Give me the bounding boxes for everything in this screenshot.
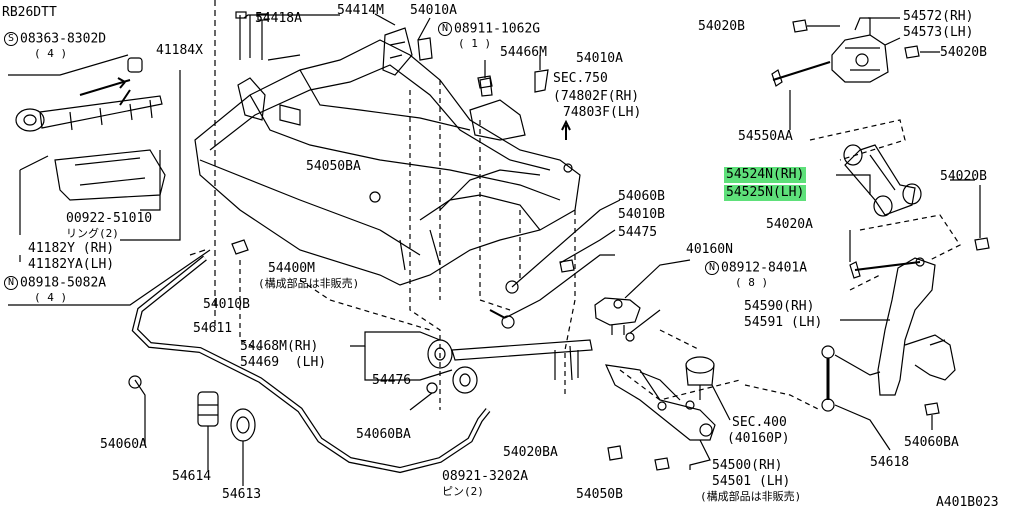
bushing-54613	[230, 408, 256, 442]
n-mark-icon: N	[4, 276, 18, 290]
callout-40160P[interactable]: (40160P)	[727, 431, 790, 446]
callout-54572[interactable]: 54572(RH)	[903, 9, 974, 24]
stabilizer-bar-54611	[131, 255, 491, 474]
callout-54020B-far[interactable]: 54020B	[940, 169, 987, 184]
callout-54500[interactable]: 54500(RH)	[712, 458, 783, 473]
upper-arm-54524N	[843, 144, 922, 217]
callout-54591[interactable]: 54591 (LH)	[744, 315, 823, 330]
callout-54050BA[interactable]: 54050BA	[306, 159, 361, 174]
callout-54060B[interactable]: 54060B	[618, 189, 665, 204]
bushing-54614	[197, 391, 219, 427]
callout-54020B-top[interactable]: 54020B	[698, 19, 745, 34]
callout-54611[interactable]: 54611	[193, 321, 233, 336]
n-mark-icon: N	[438, 22, 452, 36]
callout-00922[interactable]: 00922-51010	[66, 211, 153, 226]
callout-54618[interactable]: 54618	[870, 455, 910, 470]
callout-54400M[interactable]: 54400M	[268, 261, 315, 276]
callout-54466M[interactable]: 54466M	[500, 45, 547, 60]
callout-08921[interactable]: 08921-3202A	[442, 469, 529, 484]
callout-54010A-mid[interactable]: 54010A	[576, 51, 623, 66]
callout-pin2: ピン(2)	[442, 485, 484, 498]
callout-08911-qty: ( 1 )	[458, 37, 492, 50]
leader-54418A-top	[243, 14, 340, 19]
top-left-leader	[8, 54, 129, 76]
compression-rod-54468M	[427, 339, 593, 394]
ball-joint-40160N	[594, 297, 641, 335]
callout-54476[interactable]: 54476	[372, 373, 412, 388]
callout-54418A[interactable]: 54418A	[255, 11, 302, 26]
callout-41184X[interactable]: 41184X	[156, 43, 203, 58]
callout-74802F[interactable]: (74802F(RH)	[553, 89, 640, 104]
callout-54010B-left[interactable]: 54010B	[203, 297, 250, 312]
callout-41182Y[interactable]: 41182Y (RH)	[28, 241, 115, 256]
part-number: 08363-8302D	[20, 31, 107, 47]
callout-54469[interactable]: 54469 (LH)	[240, 355, 327, 370]
callout-54614[interactable]: 54614	[172, 469, 212, 484]
stabilizer-link-54618	[821, 345, 881, 412]
callout-54414M[interactable]: 54414M	[337, 3, 384, 18]
callout-54060BA-mid[interactable]: 54060BA	[356, 427, 411, 442]
upper-left-bracket	[15, 57, 166, 201]
callout-54525N[interactable]: 54525N(LH)	[724, 185, 807, 201]
figure-code: A401B023	[936, 495, 999, 510]
callout-sec400[interactable]: SEC.400	[732, 415, 787, 430]
callout-54524N[interactable]: 54524N(RH)	[724, 167, 807, 183]
ball-joint-sec400	[685, 356, 715, 400]
n-mark-icon: N	[705, 261, 719, 275]
callout-54550AA[interactable]: 54550AA	[738, 129, 793, 144]
shield-54466M	[469, 69, 549, 141]
callout-54501-note: (構成部品は非販売)	[700, 490, 802, 503]
callout-54475[interactable]: 54475	[618, 225, 658, 240]
callout-54573[interactable]: 54573(LH)	[903, 25, 974, 40]
callout-08363-qty: ( 4 )	[34, 47, 68, 60]
callout-54020B-right[interactable]: 54020B	[940, 45, 987, 60]
dashed-guides	[239, 80, 961, 411]
callout-41182YA[interactable]: 41182YA(LH)	[28, 257, 115, 272]
callout-74803F[interactable]: 74803F(LH)	[563, 105, 642, 120]
callout-08918-qty: ( 4 )	[34, 291, 68, 304]
part-number: 08912-8401A	[721, 260, 808, 276]
part-number: 08918-5082A	[20, 275, 107, 291]
callout-54613[interactable]: 54613	[222, 487, 262, 502]
part-number: 08911-1062G	[454, 21, 541, 37]
callout-54468M[interactable]: 54468M(RH)	[240, 339, 319, 354]
callout-54010B-mid[interactable]: 54010B	[618, 207, 665, 222]
lower-arm-54500	[605, 364, 716, 441]
crossmember-54400M	[194, 39, 581, 294]
bottom-left-frame	[8, 249, 211, 306]
bracket-54414M	[382, 27, 433, 76]
callout-08912-qty: ( 8 )	[735, 276, 769, 289]
nut-group	[231, 19, 990, 471]
mount-54572	[831, 17, 889, 83]
callout-54050B[interactable]: 54050B	[576, 487, 623, 502]
callout-ring2: リング(2)	[66, 227, 119, 240]
callout-54400M-note: (構成部品は非販売)	[258, 277, 360, 290]
bolt-54550AA	[771, 61, 831, 130]
callout-54060BA-right[interactable]: 54060BA	[904, 435, 959, 450]
callout-54501[interactable]: 54501 (LH)	[712, 474, 791, 489]
knuckle-54590	[877, 257, 956, 396]
engine-code: RB26DTT	[2, 5, 57, 20]
callout-54020A[interactable]: 54020A	[766, 217, 813, 232]
s-mark-icon: S	[4, 32, 18, 46]
callout-54060A[interactable]: 54060A	[100, 437, 147, 452]
callout-sec750[interactable]: SEC.750	[553, 71, 608, 86]
callout-40160N[interactable]: 40160N	[686, 242, 733, 257]
callout-54020BA[interactable]: 54020BA	[503, 445, 558, 460]
callout-54010A-top[interactable]: 54010A	[410, 3, 457, 18]
leader-00922	[140, 150, 161, 211]
studs-54418A	[235, 11, 269, 60]
callout-54590[interactable]: 54590(RH)	[744, 299, 815, 314]
